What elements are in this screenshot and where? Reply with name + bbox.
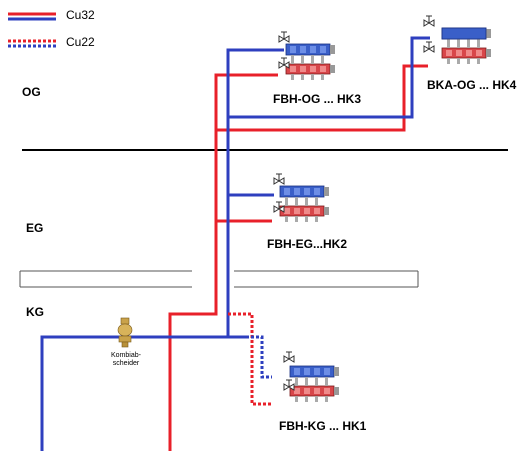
floor-kg-label: KG — [26, 305, 44, 319]
floor-eg-label: EG — [26, 221, 44, 235]
legend-cu32-label: Cu32 — [66, 8, 95, 22]
manifold-hk3-label: FBH-OG ... HK3 — [273, 92, 362, 106]
legend-cu32-swatch — [8, 12, 56, 21]
manifold-hk4-label: BKA-OG ... HK4 — [427, 78, 517, 92]
manifold-hk1 — [283, 351, 340, 403]
separator-label: Kombiab- scheider — [108, 352, 144, 368]
manifold-hk1-label: FBH-KG ... HK1 — [279, 419, 367, 433]
cu22-branch-kg — [228, 312, 272, 406]
manifold-hk3 — [278, 31, 336, 81]
floor-og-label: OG — [22, 85, 41, 99]
manifold-hk2 — [273, 173, 330, 223]
return-riser — [40, 36, 430, 451]
legend-cu22-swatch — [8, 39, 56, 48]
separator-label-line2: scheider — [112, 360, 140, 367]
legend-cu22-label: Cu22 — [66, 35, 95, 49]
separator-label-line1: Kombiab- — [111, 352, 141, 359]
separator-icon — [117, 317, 133, 348]
supply-riser — [168, 64, 428, 451]
manifold-hk4 — [423, 15, 492, 65]
slab-eg-kg — [19, 270, 419, 288]
manifold-hk2-label: FBH-EG...HK2 — [267, 237, 348, 251]
